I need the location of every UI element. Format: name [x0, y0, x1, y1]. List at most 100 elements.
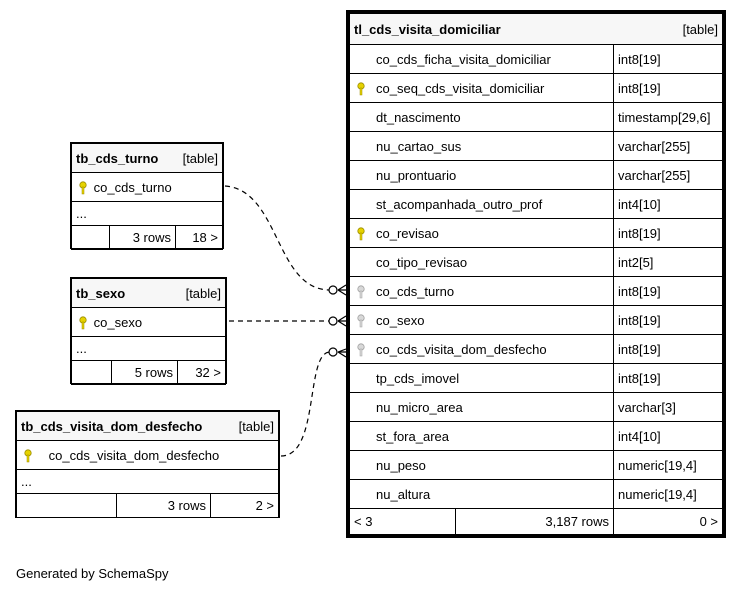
column-name: nu_cartao_sus: [376, 138, 462, 154]
column-type: int2[5]: [613, 247, 723, 277]
column-name-cell: co_cds_ficha_visita_domiciliar: [349, 44, 614, 74]
parents-count[interactable]: [71, 360, 112, 385]
column-type: int8[19]: [613, 218, 723, 248]
column-name: co_cds_visita_dom_desfecho: [48, 447, 220, 463]
link-turno-crowfoot: [337, 284, 347, 296]
foreign-key-icon: [354, 284, 368, 299]
row-count: 3 rows: [109, 225, 176, 250]
table-row: co_revisao int8[19]: [349, 218, 723, 248]
link-desfecho-endpoint: [328, 347, 338, 357]
table-name: tb_cds_visita_dom_desfecho: [21, 418, 203, 434]
column-name-cell: st_acompanhada_outro_prof: [349, 189, 614, 219]
table-row: co_tipo_revisao int2[5]: [349, 247, 723, 277]
column-name-cell: co_revisao: [349, 218, 614, 248]
column-type: numeric[19,4]: [613, 479, 723, 509]
table-name: tl_cds_visita_domiciliar: [354, 21, 501, 37]
more-columns: ...: [71, 201, 223, 226]
children-count[interactable]: 0 >: [613, 508, 723, 535]
column-name-cell: st_fora_area: [349, 421, 614, 451]
column-type: int8[19]: [613, 305, 723, 335]
generated-by-label: Generated by SchemaSpy: [16, 566, 169, 581]
link-turno-endpoint: [328, 285, 338, 295]
table-row: st_acompanhada_outro_prof int4[10]: [349, 189, 723, 219]
table-type: [table]: [182, 150, 218, 166]
column-name: st_fora_area: [376, 428, 449, 444]
column-name: tp_cds_imovel: [376, 370, 460, 386]
table-tl-cds-visita-domiciliar[interactable]: tl_cds_visita_domiciliar [table] co_cds_…: [346, 10, 726, 538]
column-name: co_sexo: [376, 312, 425, 328]
table-type: [table]: [238, 418, 274, 434]
column-name: co_cds_visita_dom_desfecho: [376, 341, 547, 357]
table-type: [table]: [185, 285, 221, 301]
column-name-cell: nu_prontuario: [349, 160, 614, 190]
link-sexo-crowfoot: [337, 315, 347, 327]
column-name: nu_micro_area: [376, 399, 463, 415]
column-type: varchar[255]: [613, 131, 723, 161]
link-desfecho-crowfoot: [337, 348, 347, 358]
table-name: tb_sexo: [76, 285, 126, 301]
parents-count[interactable]: [71, 225, 110, 250]
column-name: nu_prontuario: [376, 167, 457, 183]
link-sexo-endpoint: [328, 316, 338, 326]
table-tb-sexo[interactable]: tb_sexo [table] co_sexo ... 5 rows 32 >: [70, 277, 227, 385]
table-row: nu_peso numeric[19,4]: [349, 450, 723, 480]
column-name: nu_altura: [376, 486, 431, 502]
column-type: varchar[255]: [613, 160, 723, 190]
primary-key-icon: [76, 180, 90, 195]
table-tb-cds-visita-dom-desfecho[interactable]: tb_cds_visita_dom_desfecho [table] co_cd…: [15, 410, 280, 518]
row-count: 5 rows: [111, 360, 178, 385]
table-row: nu_cartao_sus varchar[255]: [349, 131, 723, 161]
column-name-cell: tp_cds_imovel: [349, 363, 614, 393]
parents-count[interactable]: [16, 493, 117, 518]
table-row: co_cds_visita_dom_desfecho int8[19]: [349, 334, 723, 364]
link-turno: [224, 185, 331, 291]
table-row: co_seq_cds_visita_domiciliar int8[19]: [349, 73, 723, 103]
parents-count[interactable]: < 3: [349, 508, 456, 535]
column-name: nu_peso: [376, 457, 426, 473]
column-name: co_seq_cds_visita_domiciliar: [376, 80, 545, 96]
column-type: int8[19]: [613, 44, 723, 74]
column-type: int8[19]: [613, 73, 723, 103]
column-name: co_sexo: [93, 314, 143, 330]
table-tb-cds-turno[interactable]: tb_cds_turno [table] co_cds_turno ... 3 …: [70, 142, 224, 250]
table-row: nu_micro_area varchar[3]: [349, 392, 723, 422]
column-type: int8[19]: [613, 363, 723, 393]
table-row: co_cds_ficha_visita_domiciliar int8[19]: [349, 44, 723, 74]
row-count: 3,187 rows: [455, 508, 614, 535]
column-name: co_cds_ficha_visita_domiciliar: [376, 51, 551, 67]
children-count[interactable]: 32 >: [177, 360, 226, 385]
column-type: numeric[19,4]: [613, 450, 723, 480]
column-type: varchar[3]: [613, 392, 723, 422]
foreign-key-icon: [354, 313, 368, 328]
column-name: st_acompanhada_outro_prof: [376, 196, 543, 212]
children-count[interactable]: 2 >: [210, 493, 279, 518]
table-row: tp_cds_imovel int8[19]: [349, 363, 723, 393]
column-type: int8[19]: [613, 334, 723, 364]
column-name-cell: co_tipo_revisao: [349, 247, 614, 277]
more-columns: ...: [71, 336, 226, 361]
column-name-cell: co_cds_turno: [349, 276, 614, 306]
column-name-cell: co_seq_cds_visita_domiciliar: [349, 73, 614, 103]
column-type: int4[10]: [613, 421, 723, 451]
column-name: co_revisao: [376, 225, 439, 241]
column-name-cell: nu_altura: [349, 479, 614, 509]
column-name: co_tipo_revisao: [376, 254, 468, 270]
table-row: nu_prontuario varchar[255]: [349, 160, 723, 190]
column-name: dt_nascimento: [376, 109, 461, 125]
column-name-cell: dt_nascimento: [349, 102, 614, 132]
primary-key-icon: [76, 315, 90, 330]
column-type: int4[10]: [613, 189, 723, 219]
primary-key-icon: [354, 226, 368, 241]
primary-key-icon: [21, 448, 35, 463]
column-name: co_cds_turno: [376, 283, 455, 299]
link-desfecho: [280, 351, 331, 457]
more-columns: ...: [16, 469, 279, 494]
primary-key-icon: [354, 81, 368, 96]
row-count: 3 rows: [116, 493, 211, 518]
column-name-cell: co_cds_visita_dom_desfecho: [349, 334, 614, 364]
column-name-cell: co_sexo: [349, 305, 614, 335]
children-count[interactable]: 18 >: [175, 225, 223, 250]
table-type: [table]: [682, 21, 718, 37]
